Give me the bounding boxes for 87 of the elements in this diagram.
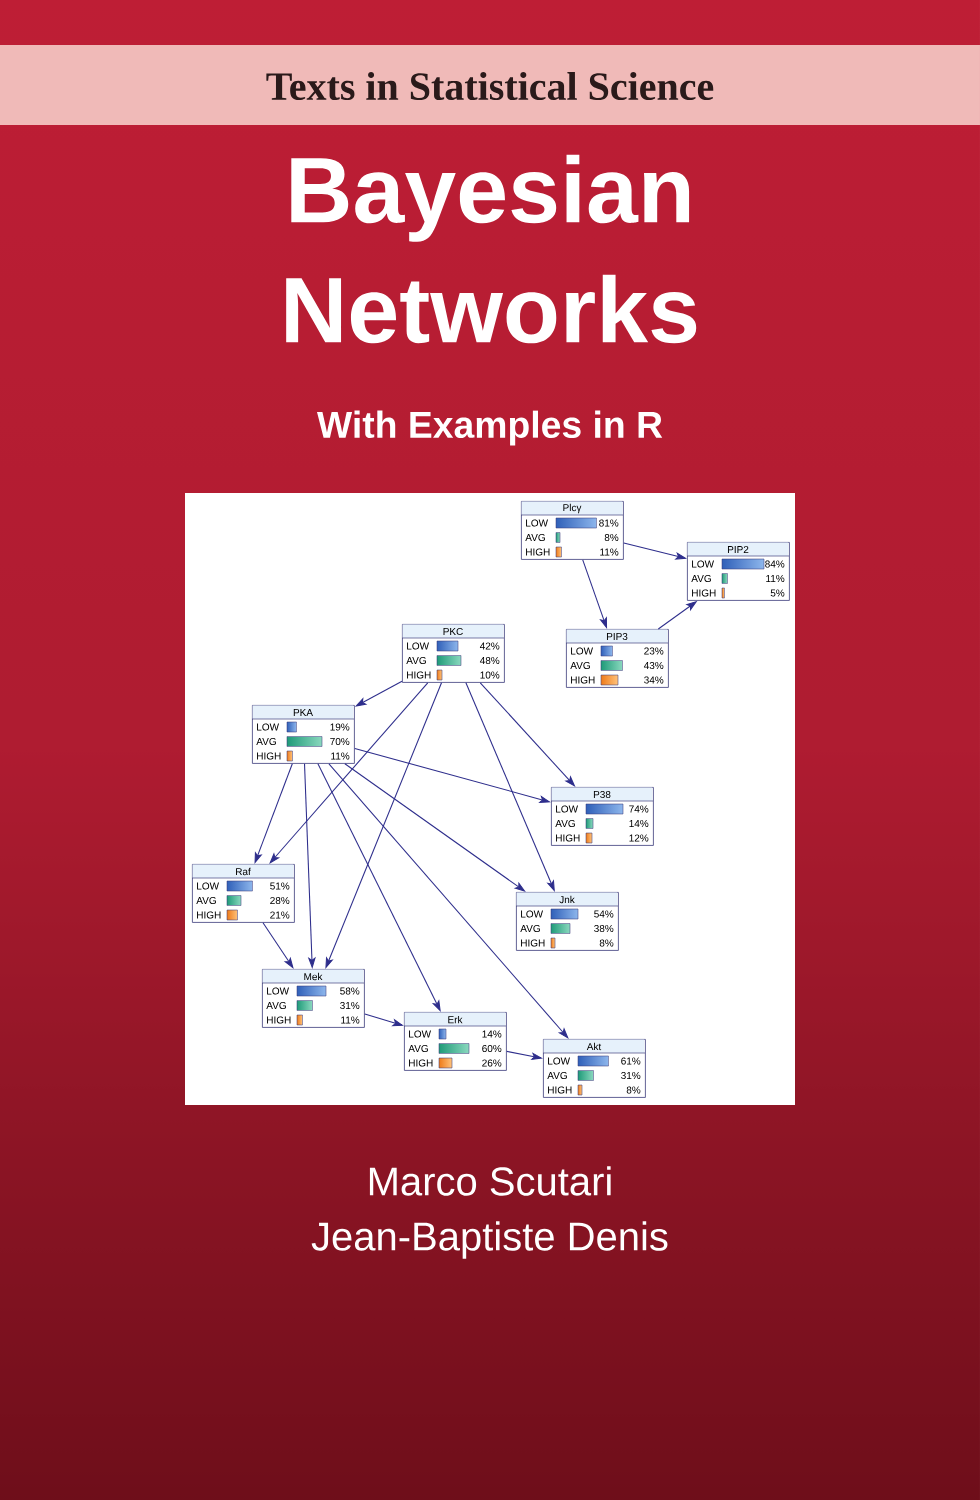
percentage-label: 43% xyxy=(643,661,664,670)
state-label: HIGH xyxy=(571,676,595,684)
node-title: Raf xyxy=(236,867,251,876)
percentage-label: 21% xyxy=(270,911,290,919)
arrow xyxy=(344,763,526,892)
percentage-label: 8% xyxy=(626,1086,641,1094)
state-label: LOW xyxy=(409,1030,431,1038)
node-title: PIP3 xyxy=(607,632,628,641)
series-banner: Texts in Statistical Science xyxy=(0,45,980,125)
state-label: HIGH xyxy=(692,589,716,597)
percentage-label: 42% xyxy=(479,642,500,650)
node-title: Erk xyxy=(448,1015,463,1024)
subtitle: With Examples in R xyxy=(317,410,663,446)
arrow xyxy=(317,763,441,1012)
percentage-label: 12% xyxy=(629,834,649,842)
percentage-label: 84% xyxy=(765,560,785,568)
percentage-label: 14% xyxy=(629,820,649,827)
state-label: HIGH xyxy=(407,671,431,679)
percentage-label: 11% xyxy=(331,752,350,760)
state-label: AVG xyxy=(406,656,426,665)
arrow xyxy=(328,763,569,1039)
percentage-label: 26% xyxy=(482,1059,502,1067)
node-title: Mek xyxy=(304,972,323,981)
state-label: AVG xyxy=(547,1071,567,1080)
state-label: LOW xyxy=(407,642,429,650)
percentage-label: 14% xyxy=(482,1030,502,1038)
percentage-label: 11% xyxy=(766,575,785,582)
author-name: Marco Scutari xyxy=(369,1166,611,1196)
state-label: HIGH xyxy=(548,1086,572,1094)
percentage-label: 58% xyxy=(340,987,360,995)
node-title: P38 xyxy=(593,790,611,799)
percentage-label: 10% xyxy=(480,671,500,679)
state-label: LOW xyxy=(556,805,578,813)
percentage-label: 60% xyxy=(482,1044,502,1053)
state-label: HIGH xyxy=(197,911,221,919)
percentage-label: 48% xyxy=(479,656,500,665)
state-label: AVG xyxy=(555,819,575,828)
node-title: Plcγ xyxy=(563,503,582,514)
title: Bayesian Networks xyxy=(286,154,697,344)
state-label: HIGH xyxy=(267,1016,291,1024)
state-label: AVG xyxy=(525,533,545,542)
node-title: PKA xyxy=(293,709,313,716)
state-label: HIGH xyxy=(257,752,281,760)
node-title: Jnk xyxy=(559,895,575,904)
percentage-label: 5% xyxy=(770,589,785,597)
state-label: LOW xyxy=(521,910,543,918)
percentage-label: 34% xyxy=(644,676,664,684)
percentage-label: 23% xyxy=(644,647,664,655)
state-label: HIGH xyxy=(521,939,545,947)
percentage-label: 11% xyxy=(341,1016,360,1024)
state-label: AVG xyxy=(691,574,711,583)
percentage-label: 19% xyxy=(330,723,350,731)
percentage-label: 54% xyxy=(594,910,614,918)
arrow xyxy=(262,922,294,969)
node-title: PKC xyxy=(443,627,463,636)
state-label: AVG xyxy=(408,1044,428,1053)
state-label: LOW xyxy=(692,560,714,568)
state-label: AVG xyxy=(266,1001,286,1010)
state-label: AVG xyxy=(256,737,276,746)
arrow xyxy=(269,682,429,864)
percentage-label: 74% xyxy=(629,805,649,813)
author-name: Jean-Baptiste Denis xyxy=(311,1221,668,1259)
node-title: Akt xyxy=(586,1042,602,1051)
state-label: HIGH xyxy=(526,548,550,556)
percentage-label: 31% xyxy=(340,1001,360,1010)
percentage-label: 70% xyxy=(330,737,350,746)
percentage-label: 28% xyxy=(270,896,290,905)
node-title: PIP2 xyxy=(728,546,749,553)
percentage-label: 8% xyxy=(604,533,619,542)
percentage-label: 11% xyxy=(600,548,619,556)
state-label: HIGH xyxy=(556,834,580,842)
percentage-label: 51% xyxy=(270,882,290,890)
state-label: AVG xyxy=(196,896,216,905)
state-label: LOW xyxy=(257,723,279,731)
state-label: LOW xyxy=(571,647,593,655)
state-label: LOW xyxy=(197,882,219,890)
percentage-label: 38% xyxy=(594,924,614,933)
state-label: HIGH xyxy=(409,1059,433,1067)
state-label: LOW xyxy=(526,519,548,527)
percentage-label: 31% xyxy=(621,1071,641,1080)
state-label: LOW xyxy=(548,1057,570,1065)
percentage-label: 61% xyxy=(621,1057,641,1065)
state-label: AVG xyxy=(520,924,540,933)
percentage-label: 81% xyxy=(599,519,619,527)
state-label: AVG xyxy=(570,661,590,670)
state-label: LOW xyxy=(267,987,289,995)
percentage-label: 8% xyxy=(599,939,614,947)
